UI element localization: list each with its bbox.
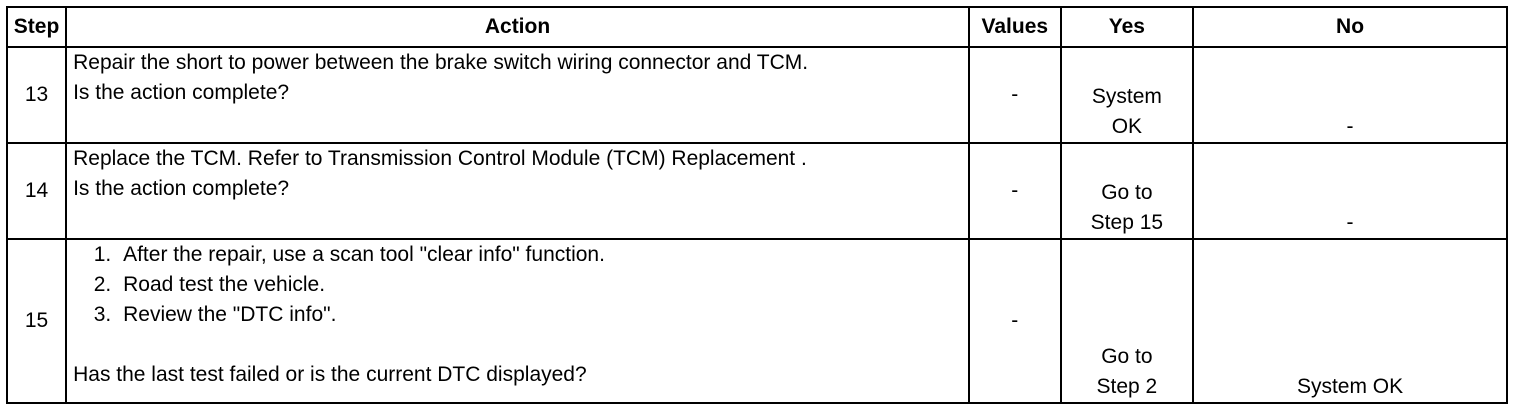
step-number: 15: [5, 238, 68, 404]
action-cell: Replace the TCM. Refer to Transmission C…: [65, 142, 970, 240]
action-cell: After the repair, use a scan tool "clear…: [65, 238, 970, 404]
values-cell: -: [967, 46, 1062, 144]
diagnostic-step-table: Step Action Values Yes No 13 Repair the …: [5, 6, 1508, 404]
header-step: Step: [5, 6, 68, 48]
yes-cell: Go to Step 2: [1059, 238, 1195, 404]
action-question: Has the last test failed or is the curre…: [73, 363, 587, 386]
yes-line: Step 2: [1096, 375, 1158, 398]
action-text: Replace the TCM. Refer to Transmission C…: [73, 147, 807, 170]
no-cell: System OK: [1192, 238, 1508, 404]
header-values: Values: [967, 6, 1062, 48]
list-item: Review the "DTC info".: [117, 300, 962, 330]
table-row: 13 Repair the short to power between the…: [5, 46, 1508, 144]
header-row: Step Action Values Yes No: [5, 6, 1508, 48]
action-question: Is the action complete?: [73, 81, 290, 104]
no-cell: -: [1192, 142, 1508, 240]
action-text: Repair the short to power between the br…: [73, 51, 809, 74]
values-cell: -: [967, 238, 1062, 404]
action-question: Is the action complete?: [73, 177, 290, 200]
yes-cell: System OK: [1059, 46, 1195, 144]
step-number: 13: [5, 46, 68, 144]
table-row: 14 Replace the TCM. Refer to Transmissio…: [5, 142, 1508, 240]
header-action: Action: [65, 6, 970, 48]
list-item: Road test the vehicle.: [117, 270, 962, 300]
yes-line: Step 15: [1090, 211, 1164, 234]
yes-line: OK: [1111, 115, 1143, 138]
header-yes: Yes: [1059, 6, 1195, 48]
action-step-list: After the repair, use a scan tool "clear…: [73, 240, 962, 330]
step-number: 14: [5, 142, 68, 240]
table-row: 15 After the repair, use a scan tool "cl…: [5, 238, 1508, 404]
yes-line: System: [1091, 85, 1162, 108]
list-item: After the repair, use a scan tool "clear…: [117, 240, 962, 270]
yes-cell: Go to Step 15: [1059, 142, 1195, 240]
no-cell: -: [1192, 46, 1508, 144]
header-no: No: [1192, 6, 1508, 48]
values-cell: -: [967, 142, 1062, 240]
yes-line: Go to: [1101, 181, 1153, 204]
action-cell: Repair the short to power between the br…: [65, 46, 970, 144]
yes-line: Go to: [1101, 345, 1153, 368]
